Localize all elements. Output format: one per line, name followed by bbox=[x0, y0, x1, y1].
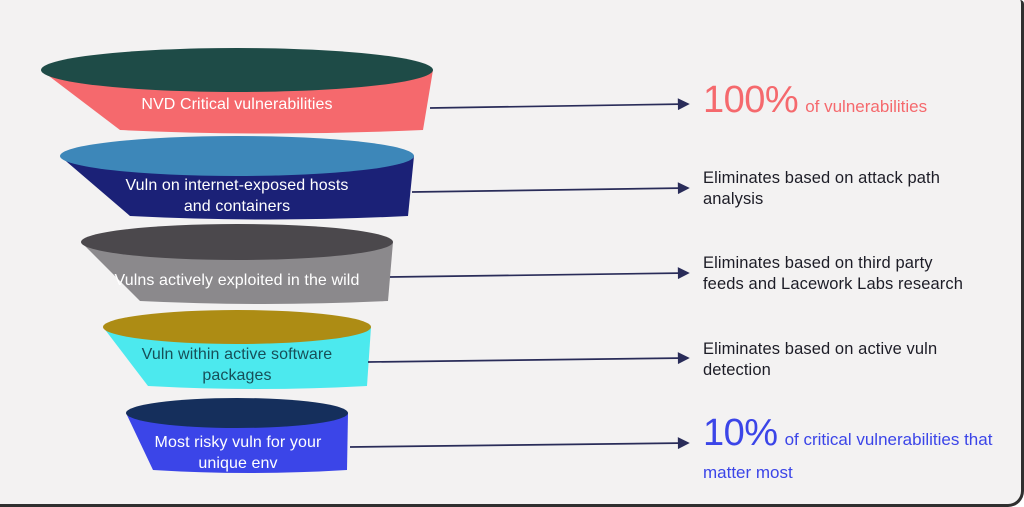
funnel-stage-shape-5 bbox=[126, 398, 348, 473]
result-block: Eliminates based on active vuln detectio… bbox=[703, 339, 1013, 381]
funnel-stage-top-ellipse bbox=[126, 398, 348, 428]
funnel-stage-top-ellipse bbox=[60, 136, 414, 176]
funnel-stage-shape-3 bbox=[81, 224, 393, 304]
result-description: Eliminates based on third party feeds an… bbox=[703, 254, 964, 293]
result-block: Eliminates based on third party feeds an… bbox=[703, 253, 1013, 295]
funnel-stage-label: Vuln on internet-exposed hosts and conta… bbox=[125, 177, 349, 215]
funnel-stage-shape-1 bbox=[41, 48, 433, 134]
funnel-stage-label: Vulns actively exploited in the wild bbox=[114, 272, 360, 289]
result-block: Eliminates based on attack path analysis bbox=[703, 168, 1013, 210]
funnel-stage-label: NVD Critical vulnerabilities bbox=[141, 96, 333, 113]
result-description: Eliminates based on active vuln detectio… bbox=[703, 340, 938, 379]
flow-arrow-icon bbox=[349, 437, 690, 450]
result-percentage: 100% bbox=[703, 79, 799, 121]
flow-arrow-icon bbox=[367, 352, 690, 365]
funnel-stage-body bbox=[126, 413, 348, 473]
funnel-stage-top-ellipse bbox=[81, 224, 393, 260]
flow-arrow-icon bbox=[411, 182, 690, 195]
flow-arrow-icon bbox=[429, 98, 690, 111]
funnel-stage-shape-4 bbox=[103, 310, 371, 389]
funnel-stage-label: Most risky vuln for your unique env bbox=[154, 434, 322, 472]
flow-arrow-icon bbox=[389, 267, 690, 280]
result-block: 100% of vulnerabilities bbox=[703, 81, 1013, 124]
result-block: 10%of critical vulnerabilities that matt… bbox=[703, 414, 1013, 490]
result-percentage: 10% bbox=[703, 412, 778, 454]
funnel-stage-body bbox=[103, 327, 371, 389]
result-caption: of critical vulnerabilities that matter … bbox=[703, 430, 993, 482]
result-caption: of vulnerabilities bbox=[805, 97, 928, 116]
funnel-stage-top-ellipse bbox=[41, 48, 433, 92]
funnel-stage-top-ellipse bbox=[103, 310, 371, 344]
result-description: Eliminates based on attack path analysis bbox=[703, 169, 940, 208]
funnel-stage-label: Vuln within active software packages bbox=[141, 346, 333, 384]
funnel-stage-shape-2 bbox=[60, 136, 414, 220]
